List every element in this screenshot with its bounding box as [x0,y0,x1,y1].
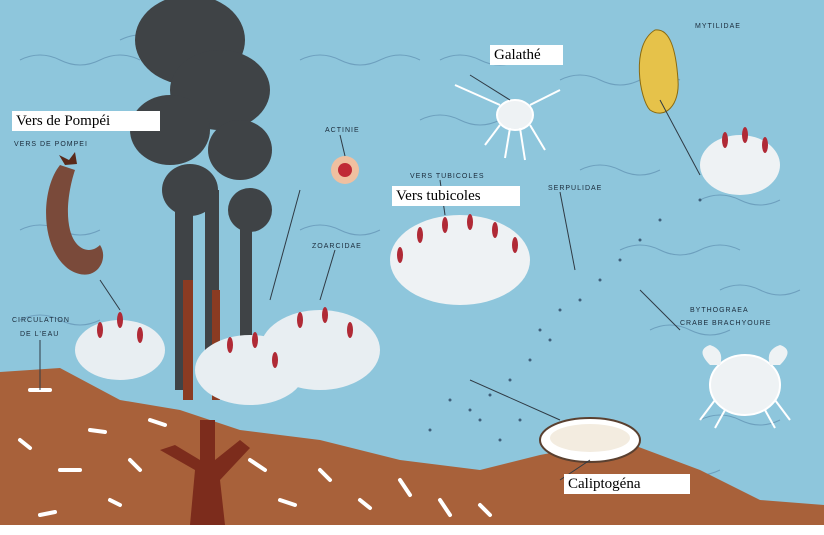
label-caliptogena: Caliptogéna [564,474,690,494]
caption-circulation: CIRCULATION [12,317,70,324]
caption-vers-tubicoles: VERS TUBICOLES [410,173,485,180]
caption-actinie: ACTINIE [325,127,360,134]
actinie-anemone [331,156,359,184]
tubeworm-cluster-center [390,215,530,305]
caption-crabe-brachyoure: CRABE BRACHYOURE [680,320,771,327]
caption-bythograea: BYTHOGRAEA [690,307,749,314]
caption-vers-de-pompei: VERS DE POMPEI [14,141,88,148]
caption-serpulidae: SERPULIDAE [548,185,602,192]
label-vers-de-pompei: Vers de Pompéi [12,111,160,131]
caption-zoarcidae: ZOARCIDAE [312,243,362,250]
caliptogena-clam [540,418,640,462]
white-border [0,525,824,535]
caption-de-l-eau: DE L'EAU [20,331,59,338]
label-vers-tubicoles: Vers tubicoles [392,186,520,206]
label-galathe: Galathé [490,45,563,65]
caption-mytilidae: MYTILIDAE [695,23,741,30]
tubeworm-cluster-right [700,135,780,195]
